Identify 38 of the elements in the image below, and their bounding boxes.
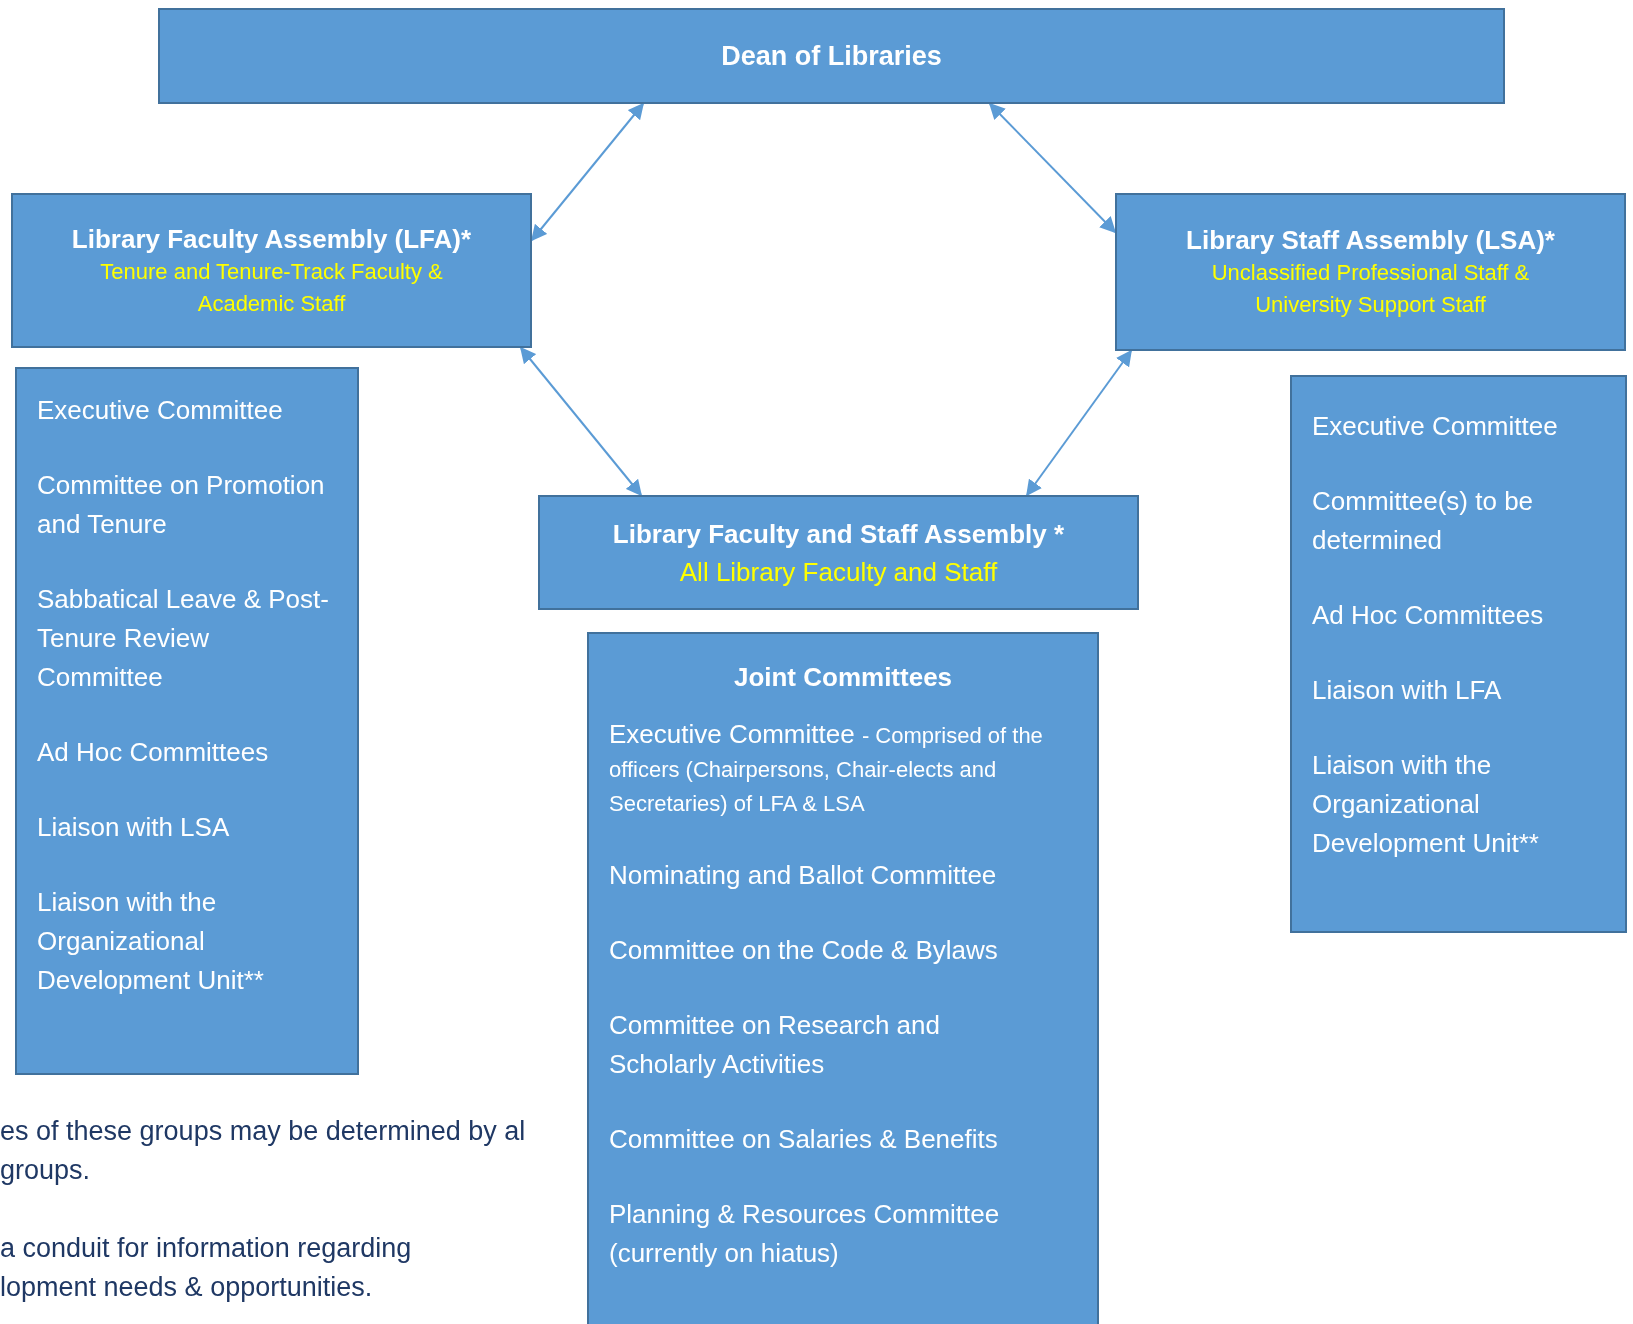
committee-name: Liaison with the Organizational Development Unit**	[1312, 749, 1540, 860]
committee-list-panel	[15, 367, 359, 1075]
committee-name: Liaison with LSA	[37, 811, 231, 844]
committee-name: Ad Hoc Committees	[1312, 599, 1545, 632]
committee-name: Executive Committee	[1312, 410, 1559, 443]
assembly-title: Library Faculty and Staff Assembly *	[612, 517, 1065, 551]
committee-name: Committee on Promotion and Tenure	[37, 469, 326, 541]
committee-name: Planning & Resources Committee (currently on hiatus)	[609, 1198, 1001, 1270]
assembly-subtitle: Tenure and Tenure-Track Faculty & Academic Staff	[99, 257, 444, 318]
double-arrow	[520, 346, 642, 497]
committee-name: Sabbatical Leave & Post-Tenure Review Committee	[37, 583, 330, 694]
assembly-subtitle: All Library Faculty and Staff	[679, 555, 998, 589]
assembly-box	[538, 495, 1139, 610]
committee-name: Ad Hoc Committees	[37, 736, 270, 769]
double-arrow	[1026, 349, 1132, 497]
dean-title: Dean of Libraries	[721, 40, 942, 73]
panel-title: Joint Committees	[732, 661, 954, 694]
committee-name: Liaison with the Organizational Development Unit**	[37, 886, 265, 997]
dean-box	[158, 8, 1505, 104]
assembly-box	[1115, 193, 1626, 351]
committee-list-panel	[1290, 375, 1627, 933]
committee-name: Executive Committee - Comprised of the officers (Chairpersons, Chair-elects and Secretaries) of LFA & LSA	[609, 718, 1044, 818]
committee-name: Nominating and Ballot Committee	[609, 859, 998, 892]
committee-name: Executive Committee	[37, 394, 284, 427]
committee-name: Liaison with LFA	[1312, 674, 1503, 707]
double-arrow	[531, 102, 644, 242]
committee-name: Committee on Salaries & Benefits	[609, 1123, 999, 1156]
assembly-box	[11, 193, 532, 348]
footnote: a conduit for information regarding lopment needs & opportunities.	[0, 1232, 413, 1304]
committee-list-panel	[587, 632, 1099, 1324]
double-arrow	[988, 102, 1117, 234]
assembly-title: Library Staff Assembly (LSA)*	[1186, 224, 1555, 257]
assembly-title: Library Faculty Assembly (LFA)*	[71, 222, 472, 256]
committee-name: Committee on the Code & Bylaws	[609, 934, 999, 967]
committee-name: Committee(s) to be determined	[1312, 485, 1535, 557]
committee-name: Committee on Research and Scholarly Activities	[609, 1009, 941, 1081]
assembly-subtitle: Unclassified Professional Staff & University Support Staff	[1210, 259, 1531, 319]
footnote: es of these groups may be determined by al groups.	[0, 1115, 527, 1187]
